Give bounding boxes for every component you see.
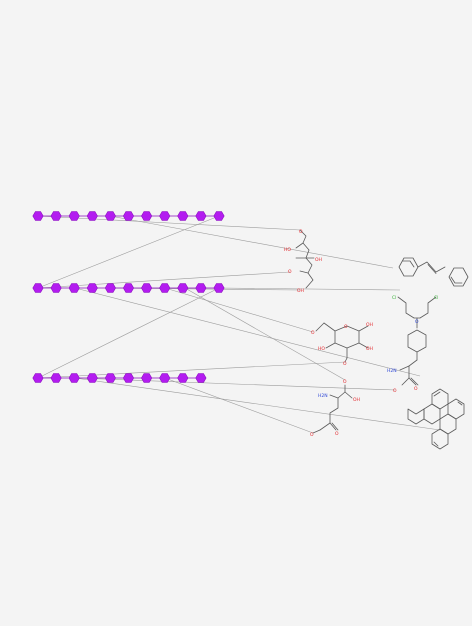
link-line <box>74 377 396 391</box>
atom-label-oh: OH <box>315 257 322 263</box>
monomer-unit <box>159 373 171 383</box>
atom-label-h2n: H2N <box>318 393 328 399</box>
atom-label-o: O <box>343 379 347 385</box>
link-line <box>74 377 441 431</box>
monomer-unit <box>68 373 80 383</box>
atom-label-h2n: H2N <box>387 368 397 374</box>
link-line <box>74 287 421 377</box>
atom-label-oh: OH <box>297 288 304 294</box>
monomer-unit <box>50 211 62 221</box>
atom-label-oh: OH <box>366 322 373 328</box>
monomer-unit <box>50 373 62 383</box>
link-lines <box>37 215 441 434</box>
atom-label-o: O <box>343 361 347 367</box>
monomer-unit <box>177 211 189 221</box>
atom-labels: O HO OH O OH Cl Cl O O O OH OH HO O H2N … <box>284 229 438 438</box>
monomer-unit <box>213 283 225 293</box>
monomer-unit <box>104 283 116 293</box>
link-line <box>37 287 220 379</box>
monomer-unit <box>213 211 225 221</box>
link-line <box>37 271 291 289</box>
glutamate-molecule <box>312 384 353 434</box>
monomer-unit <box>50 283 62 293</box>
monomer-unit <box>68 283 80 293</box>
link-line <box>37 215 220 289</box>
glucose-molecule <box>315 322 369 363</box>
monomer-unit <box>177 373 189 383</box>
atom-label-cl: Cl <box>434 295 438 301</box>
triphenylene-molecule <box>407 388 465 450</box>
link-line <box>164 377 314 434</box>
monomer-unit <box>141 211 153 221</box>
monomer-unit <box>122 283 135 293</box>
link-line <box>37 215 301 231</box>
monomer-unit <box>195 373 207 383</box>
monomer-unit <box>86 373 98 383</box>
monomer-unit <box>86 211 98 221</box>
monomer-unit <box>122 211 135 221</box>
monomer-unit <box>104 373 116 383</box>
monomer-unit <box>68 211 80 221</box>
atom-label-cl: Cl <box>392 295 396 301</box>
atom-label-oh: OH <box>366 346 373 352</box>
monomer-unit <box>32 211 44 221</box>
monomer-unit <box>177 283 189 293</box>
atom-label-o: O <box>344 324 348 330</box>
atom-label-o: O <box>414 386 418 392</box>
atom-label-ho: HO <box>284 247 291 253</box>
monomer-unit <box>104 211 116 221</box>
atom-label-o: O <box>299 229 303 235</box>
monomer-unit <box>159 283 171 293</box>
monomer-unit <box>32 373 44 383</box>
link-line <box>109 215 394 269</box>
monomer-unit <box>141 283 153 293</box>
atom-label-o: O <box>288 269 292 275</box>
stilbene-molecule <box>398 257 469 287</box>
molecules <box>295 229 469 450</box>
sugar-alcohol-molecule <box>295 229 315 289</box>
link-line <box>164 287 314 333</box>
monomer-unit <box>141 373 153 383</box>
atom-label-o: O <box>393 388 397 394</box>
chain-1 <box>32 211 225 221</box>
monomer-unit <box>86 283 98 293</box>
atom-label-o: O <box>311 330 315 336</box>
link-line <box>37 361 346 379</box>
monomer-unit <box>32 283 44 293</box>
atom-label-n: O <box>415 319 419 325</box>
link-line <box>184 287 346 381</box>
atom-label-o: O <box>310 432 314 438</box>
polymer-chains <box>32 211 225 383</box>
monomer-unit <box>122 373 135 383</box>
monomer-unit <box>195 283 207 293</box>
atom-label-ho: HO <box>318 346 325 352</box>
monomer-unit <box>195 211 207 221</box>
chain-2 <box>32 283 225 293</box>
chain-3 <box>32 373 207 383</box>
link-line <box>218 287 401 291</box>
atom-label-o: O <box>335 431 339 437</box>
atom-label-oh: OH <box>353 397 360 403</box>
monomer-unit <box>159 211 171 221</box>
chlorambucil-like-molecule <box>397 296 437 386</box>
